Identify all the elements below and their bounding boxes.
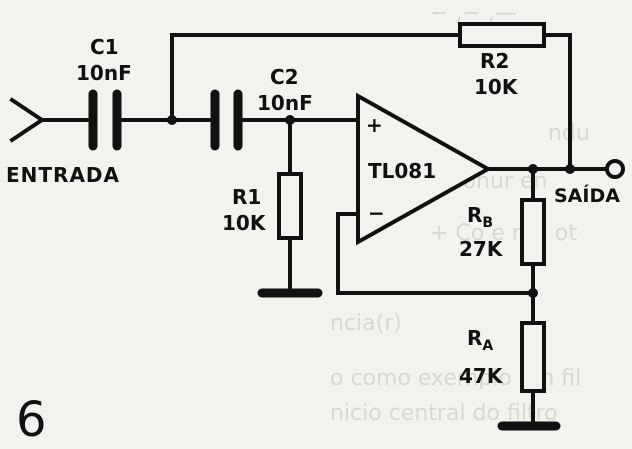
rb-subscript: B (482, 215, 493, 231)
output-terminal (605, 159, 625, 179)
svg-text:+ Co e ron ot: + Co e ron ot (430, 221, 577, 246)
c2-value: 10nF (257, 91, 313, 115)
resistor-r1 (277, 172, 303, 240)
opamp-tl081 (356, 92, 493, 246)
svg-text:− ,− ,—: − ,− ,— (430, 1, 517, 26)
r2-label: R2 (480, 49, 509, 73)
ra-subscript: A (482, 338, 493, 354)
figure-number: 6 (16, 392, 47, 448)
opamp-plus-sign: + (366, 113, 383, 137)
r1-value: 10K (222, 211, 267, 235)
input-label: ENTRADA (6, 163, 120, 187)
opamp-minus-sign: − (368, 201, 385, 225)
resistor-ra (520, 321, 546, 393)
rb-letter: R (467, 203, 482, 227)
junction-out-r2 (565, 164, 575, 174)
junction-divider (528, 288, 538, 298)
svg-text:ncia(r): ncia(r) (330, 311, 402, 336)
c1-label: C1 (90, 35, 119, 59)
capacitor-c1 (88, 89, 122, 151)
r1-label: R1 (232, 185, 261, 209)
resistor-r2 (458, 22, 546, 48)
rb-label: RB (467, 203, 493, 231)
c1-value: 10nF (76, 61, 132, 85)
ra-value: 47K (459, 364, 504, 388)
resistor-rb (520, 198, 546, 266)
opamp-label: TL081 (368, 159, 436, 183)
r2-value: 10K (474, 75, 519, 99)
ra-label: RA (467, 326, 493, 354)
input-arrow (9, 97, 46, 143)
c2-label: C2 (270, 65, 299, 89)
capacitor-c2 (210, 89, 243, 151)
output-label: SAÍDA (554, 184, 620, 207)
rb-value: 27K (459, 237, 504, 261)
ra-letter: R (467, 326, 482, 350)
